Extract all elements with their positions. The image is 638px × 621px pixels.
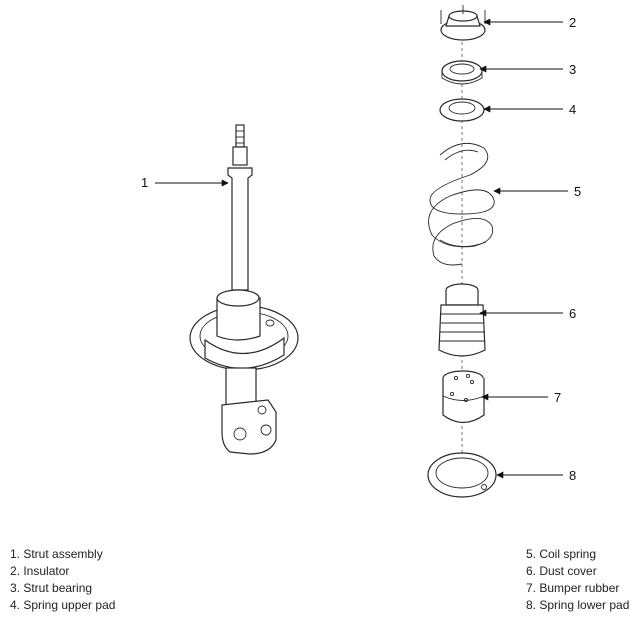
callout-7: 7 xyxy=(554,390,562,405)
legend-item-2: 2. Insulator xyxy=(10,564,70,578)
insulator-drawing xyxy=(440,5,486,41)
legend-item-6: 6. Dust cover xyxy=(526,564,597,578)
bumper-rubber-drawing xyxy=(442,370,485,424)
legend-item-4: 4. Spring upper pad xyxy=(10,598,116,612)
callout-8: 8 xyxy=(569,468,577,483)
dust-cover-drawing xyxy=(438,283,486,357)
legend-left: 1. Strut assembly 2. Insulator 3. Strut … xyxy=(10,546,115,614)
spring-lower-pad-drawing xyxy=(427,452,497,498)
legend-item-1: 1. Strut assembly xyxy=(10,547,103,561)
callout-3: 3 xyxy=(569,62,577,77)
callout-2: 2 xyxy=(569,15,577,30)
callout-1: 1 xyxy=(141,175,149,190)
strut-bearing-drawing xyxy=(441,60,483,85)
callout-6: 6 xyxy=(569,306,577,321)
callout-5: 5 xyxy=(574,184,582,199)
spring-upper-pad-drawing xyxy=(439,98,485,122)
legend-item-7: 7. Bumper rubber xyxy=(526,581,620,595)
legend-item-5: 5. Coil spring xyxy=(526,547,597,561)
legend-item-3: 3. Strut bearing xyxy=(10,581,93,595)
legend-item-8: 8. Spring lower pad xyxy=(526,598,630,612)
strut-assembly-drawing xyxy=(189,124,299,455)
callout-4: 4 xyxy=(569,102,577,117)
legend-right: 5. Coil spring 6. Dust cover 7. Bumper r… xyxy=(526,546,629,614)
strut-exploded-diagram xyxy=(155,5,568,498)
coil-spring-drawing xyxy=(428,142,495,266)
